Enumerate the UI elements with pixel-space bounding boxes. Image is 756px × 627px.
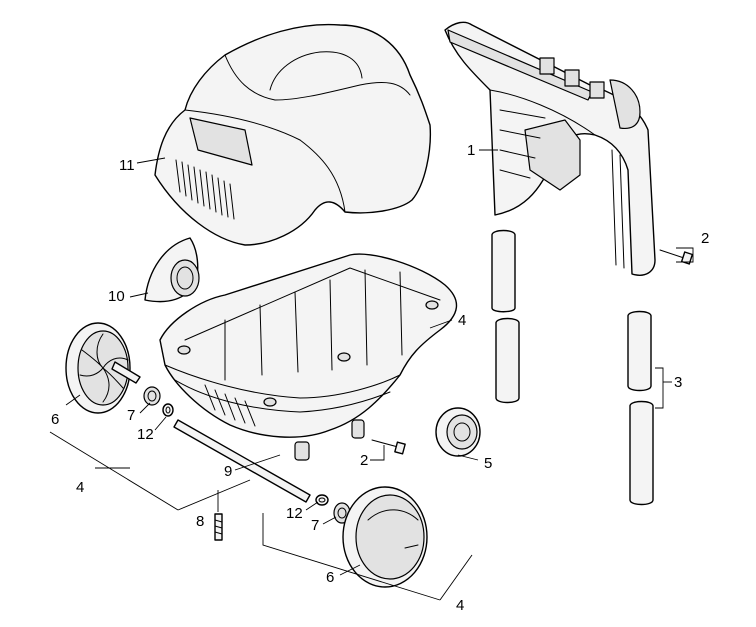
callout-8: 8 [196, 513, 204, 530]
callout-2-lower: 2 [360, 452, 368, 469]
callout-4-bottom: 4 [456, 597, 464, 614]
part-4-ribs [204, 269, 403, 427]
part-2-screw-lower [370, 439, 406, 461]
part-10-hose-holder [144, 237, 200, 303]
part-12-washer-lower [315, 494, 329, 506]
part-1-rear-frame [444, 21, 656, 276]
callout-7-lower: 7 [311, 517, 319, 534]
leader-lines [49, 149, 498, 601]
part-2-screw-right [659, 247, 694, 265]
part-5-hub-cap [435, 407, 481, 457]
part-6-wheel-lower [342, 486, 428, 588]
callout-11: 11 [119, 157, 135, 174]
callout-4-chassis: 4 [458, 312, 466, 329]
part-3-tubes [491, 229, 672, 506]
callout-3: 3 [674, 374, 682, 391]
callout-4-left: 4 [76, 479, 84, 496]
part-11-top-cover [154, 23, 432, 246]
callout-labels: 1 2 2 3 4 4 4 5 6 6 7 7 8 9 10 11 12 12 [51, 142, 709, 614]
part-9-axle [173, 419, 311, 503]
callout-1: 1 [467, 142, 475, 159]
callout-6-left: 6 [51, 411, 59, 428]
callout-5: 5 [484, 455, 492, 472]
callout-12-left: 12 [137, 426, 154, 443]
callout-12-lower: 12 [286, 505, 303, 522]
callout-2-right: 2 [701, 230, 709, 247]
part-8-screw [214, 513, 223, 541]
part-4-chassis [159, 253, 458, 461]
part-7-bushing-left [143, 386, 161, 406]
callout-9: 9 [224, 463, 232, 480]
part-11-vent-slots [175, 159, 235, 220]
part-12-washer-left [162, 403, 174, 417]
callout-7-left: 7 [127, 407, 135, 424]
callout-10: 10 [108, 288, 125, 305]
part-6-wheel-left [65, 322, 141, 414]
callout-6-lower: 6 [326, 569, 334, 586]
